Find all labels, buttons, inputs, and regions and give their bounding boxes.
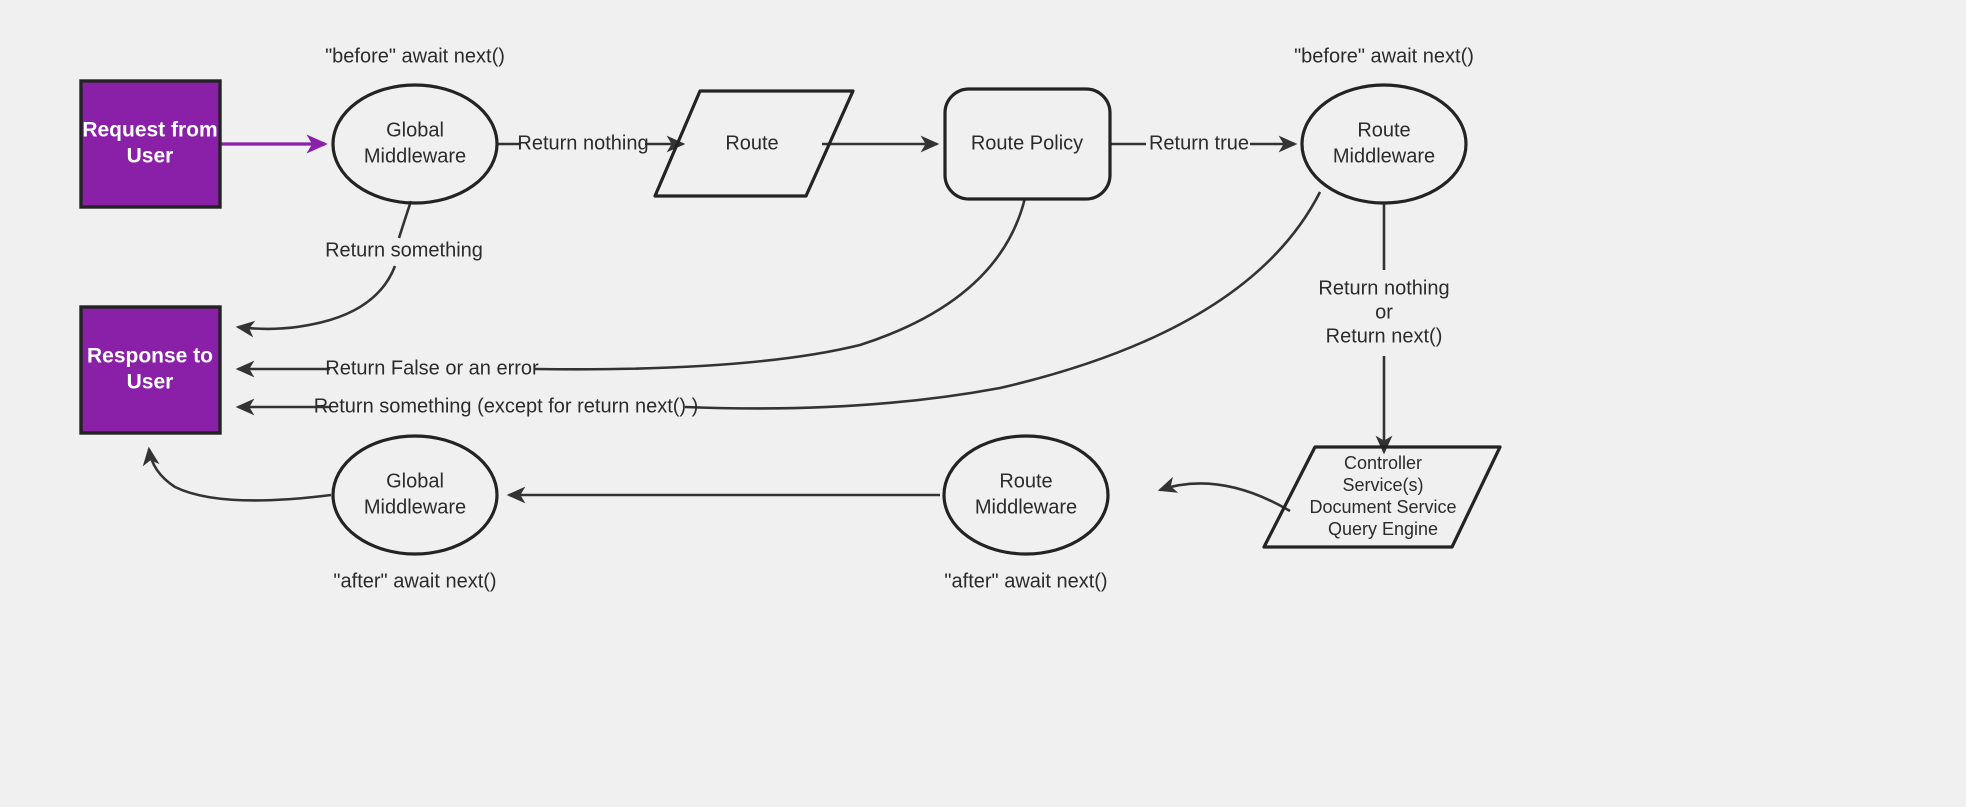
node-route-middleware-bottom-label-line2: Middleware <box>975 496 1077 518</box>
edge-label-return-false-or-error: Return False or an error <box>325 357 539 379</box>
node-global-middleware-bottom[interactable] <box>331 434 499 556</box>
edge-label-return-nothing-or-next-line2: or <box>1375 301 1393 323</box>
edge-route-middleware-to-response <box>684 191 1322 410</box>
annotation-before-await-next-right: "before" await next() <box>1294 45 1474 67</box>
node-global-middleware-top-label-line2: Middleware <box>364 145 466 167</box>
annotation-after-await-next-right: "after" await next() <box>944 570 1107 592</box>
annotation-before-await-next-left: "before" await next() <box>325 45 505 67</box>
edge-route-policy-to-response <box>534 197 1027 371</box>
node-response-to-user-label-line1: Response to <box>87 345 213 368</box>
edge-label-return-nothing-or-next-line1: Return nothing <box>1318 277 1449 299</box>
edge-label-return-true: Return true <box>1149 132 1249 154</box>
node-global-middleware-top[interactable] <box>331 83 499 205</box>
node-global-middleware-top-label-line1: Global <box>386 119 444 141</box>
edge-label-return-something: Return something <box>325 239 483 261</box>
edge-label-return-something-except-next: Return something (except for return next… <box>314 395 699 417</box>
edge-global-middleware-return-something-stub <box>397 200 413 239</box>
node-controller-stack-label-line1: Controller <box>1344 453 1422 473</box>
annotation-after-await-next-left: "after" await next() <box>333 570 496 592</box>
node-request-from-user-label-line2: User <box>127 145 174 168</box>
node-route-label: Route <box>725 132 778 154</box>
node-controller-stack-label-line4: Query Engine <box>1328 519 1438 539</box>
node-route[interactable] <box>653 89 855 198</box>
node-controller-stack-label-line3: Document Service <box>1309 497 1456 517</box>
node-response-to-user[interactable] <box>79 305 222 435</box>
edge-label-return-nothing-or-next-line3: Return next() <box>1326 325 1443 347</box>
node-controller-stack[interactable] <box>1262 445 1502 549</box>
node-global-middleware-bottom-label-line2: Middleware <box>364 496 466 518</box>
node-controller-stack-label-line2: Service(s) <box>1342 475 1423 495</box>
node-route-middleware-top[interactable] <box>1300 83 1468 205</box>
node-route-middleware-bottom[interactable] <box>942 434 1110 556</box>
edge-global-middleware-return-something-to-response <box>235 265 397 338</box>
node-route-middleware-top-label-line1: Route <box>1357 119 1410 141</box>
node-route-policy[interactable] <box>943 87 1112 201</box>
node-route-middleware-bottom-label-line1: Route <box>999 470 1052 492</box>
node-request-from-user-label-line1: Request from <box>82 119 217 142</box>
node-global-middleware-bottom-label-line1: Global <box>386 470 444 492</box>
node-route-middleware-top-label-line2: Middleware <box>1333 145 1435 167</box>
edge-global-middleware-bottom-to-response <box>142 446 332 502</box>
node-route-policy-label: Route Policy <box>971 132 1083 154</box>
edge-controller-to-route-middleware-bottom <box>1157 476 1291 513</box>
node-response-to-user-label-line2: User <box>127 371 174 394</box>
edge-label-return-nothing: Return nothing <box>517 132 648 154</box>
node-request-from-user[interactable] <box>79 79 222 209</box>
